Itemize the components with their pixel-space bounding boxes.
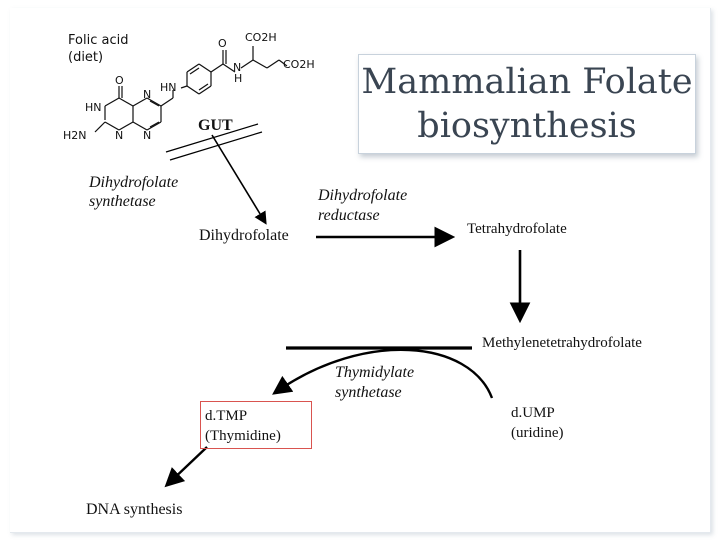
enzyme-dihydrofolate-synthetase: Dihydrofolate synthetase bbox=[89, 174, 179, 210]
metabolite-dump: d.UMP (uridine) bbox=[511, 405, 564, 441]
arrow-dump-to-dtmp bbox=[272, 348, 494, 399]
atom-hn-ring: HN bbox=[85, 101, 102, 114]
slide-title: Mammalian Folate biosynthesis bbox=[361, 62, 693, 146]
atom-n-ring-c: N bbox=[143, 129, 152, 142]
atom-co2h-top: CO2H bbox=[245, 31, 277, 44]
enzyme-dihydrofolate-reductase: Dihydrofolate reductase bbox=[318, 187, 408, 224]
gut-barrier-line-2 bbox=[169, 131, 263, 161]
gut-label: GUT bbox=[198, 117, 233, 134]
metabolite-dihydrofolate: Dihydrofolate bbox=[199, 227, 289, 244]
atom-co2h-right: CO2H bbox=[283, 58, 315, 71]
metabolite-tetrahydrofolate: Tetrahydrofolate bbox=[467, 221, 567, 237]
metabolite-dtmp-box: d.TMP (Thymidine) bbox=[200, 401, 312, 449]
atom-n-amide: N bbox=[233, 61, 242, 74]
title-box: Mammalian Folate biosynthesis bbox=[358, 54, 696, 154]
arrow-dtmp-to-dna bbox=[164, 446, 208, 488]
dna-synthesis-label: DNA synthesis bbox=[86, 501, 183, 518]
folic-acid-label: Folic acid (diet) bbox=[68, 33, 129, 65]
atom-o-ring: O bbox=[115, 74, 124, 87]
gut-barrier-line-1 bbox=[165, 123, 259, 153]
folic-acid-bonds bbox=[94, 46, 288, 133]
atom-hn-linker: HN bbox=[160, 81, 177, 94]
folic-acid-structure: Folic acid (diet) bbox=[61, 28, 316, 146]
arrow-folate-to-dhf bbox=[211, 134, 267, 225]
atom-n-ring-b: N bbox=[115, 129, 124, 142]
enzyme-thymidylate-synthetase: Thymidylate synthetase bbox=[335, 364, 415, 401]
slide-frame bbox=[10, 8, 711, 533]
metabolite-methylenetetrahydrofolate: Methylenetetrahydrofolate bbox=[482, 335, 642, 351]
atom-n-ring-a: N bbox=[143, 88, 152, 101]
atom-h2n: H2N bbox=[63, 129, 87, 142]
atom-h-amide: H bbox=[234, 72, 243, 85]
atom-o-amide: O bbox=[218, 37, 227, 50]
